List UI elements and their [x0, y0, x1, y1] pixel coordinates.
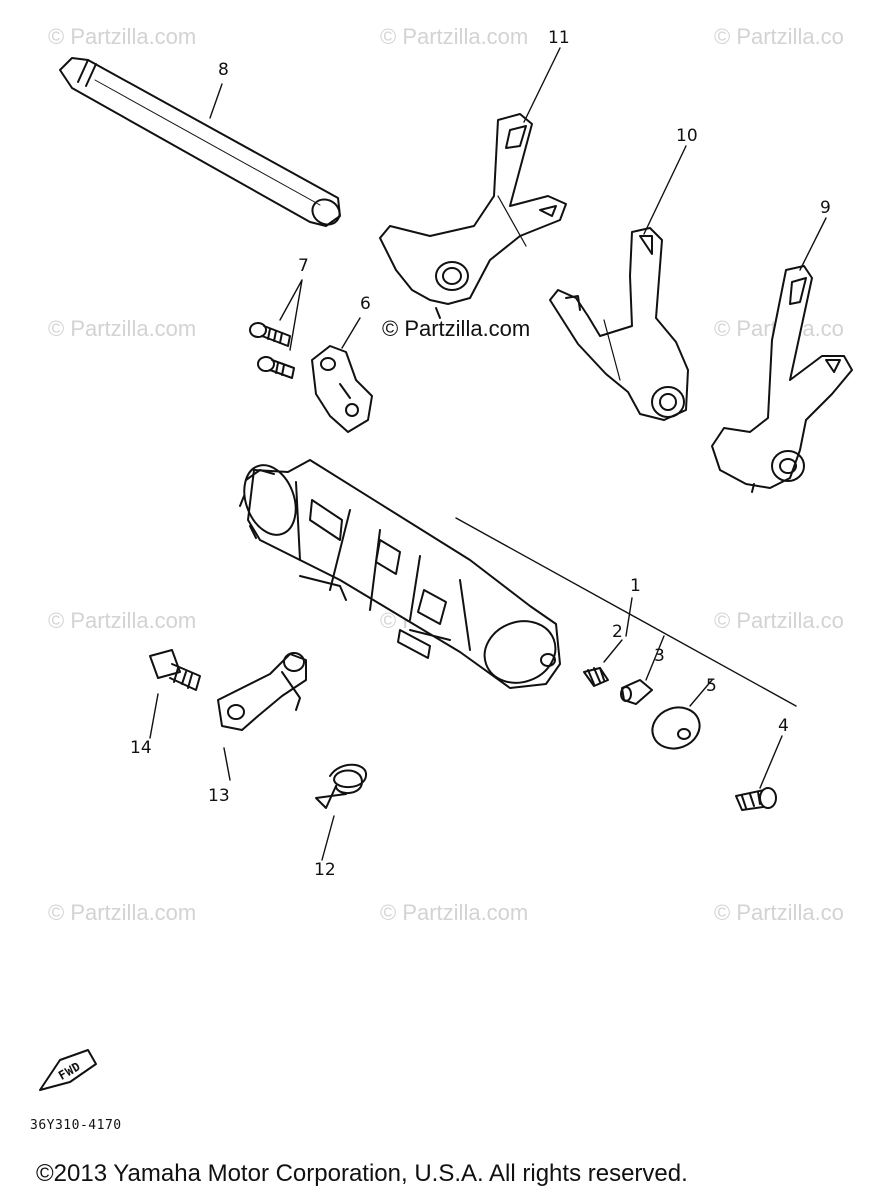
- shift-fork-part-10: [549, 227, 689, 421]
- watermark: © Partzilla.com: [380, 900, 529, 925]
- callout-4: 4: [778, 716, 789, 736]
- screw-part-4: [735, 787, 777, 811]
- callout-11: 11: [548, 28, 570, 48]
- fwd-arrow-icon: [39, 1049, 97, 1091]
- shift-fork-part-9: [711, 265, 853, 493]
- screws-part-7: [249, 322, 295, 379]
- callout-1: 1: [630, 576, 641, 596]
- watermark: © Partzilla.com: [380, 24, 529, 49]
- pin-part-2: [583, 667, 609, 687]
- watermark: © Partzilla.com: [48, 24, 197, 49]
- callout-3: 3: [654, 646, 665, 666]
- drawing-code: 36Y310-4170: [30, 1118, 122, 1133]
- callout-13: 13: [208, 786, 230, 806]
- shift-drum-part-1: [239, 459, 561, 689]
- shift-fork-part-11: [379, 113, 567, 319]
- watermark: © Partzilla.com: [48, 900, 197, 925]
- guide-bar-part-8: [59, 57, 341, 227]
- watermark: © Partzilla.co: [714, 24, 844, 49]
- lever-part-13: [217, 652, 307, 731]
- plate-part-6: [311, 345, 373, 433]
- copyright-notice: ©2013 Yamaha Motor Corporation, U.S.A. A…: [36, 1160, 688, 1187]
- pin-part-3: [620, 679, 653, 705]
- callout-12: 12: [314, 860, 336, 880]
- callout-7: 7: [298, 256, 309, 276]
- callout-9: 9: [820, 198, 831, 218]
- callout-6: 6: [360, 294, 371, 314]
- leader-lines: [149, 47, 827, 861]
- watermark-center: © Partzilla.com: [382, 316, 531, 341]
- callout-10: 10: [676, 126, 698, 146]
- watermark: © Partzilla.co: [714, 900, 844, 925]
- plate-part-5: [651, 706, 701, 750]
- callout-8: 8: [218, 60, 229, 80]
- callout-5: 5: [706, 676, 717, 696]
- watermark: © Partzilla.com: [48, 608, 197, 633]
- bolt-part-14: [149, 649, 201, 691]
- callout-14: 14: [130, 738, 152, 758]
- callout-2: 2: [612, 622, 623, 642]
- spring-part-12: [315, 763, 367, 809]
- watermark: © Partzilla.com: [48, 316, 197, 341]
- watermark: © Partzilla.co: [714, 608, 844, 633]
